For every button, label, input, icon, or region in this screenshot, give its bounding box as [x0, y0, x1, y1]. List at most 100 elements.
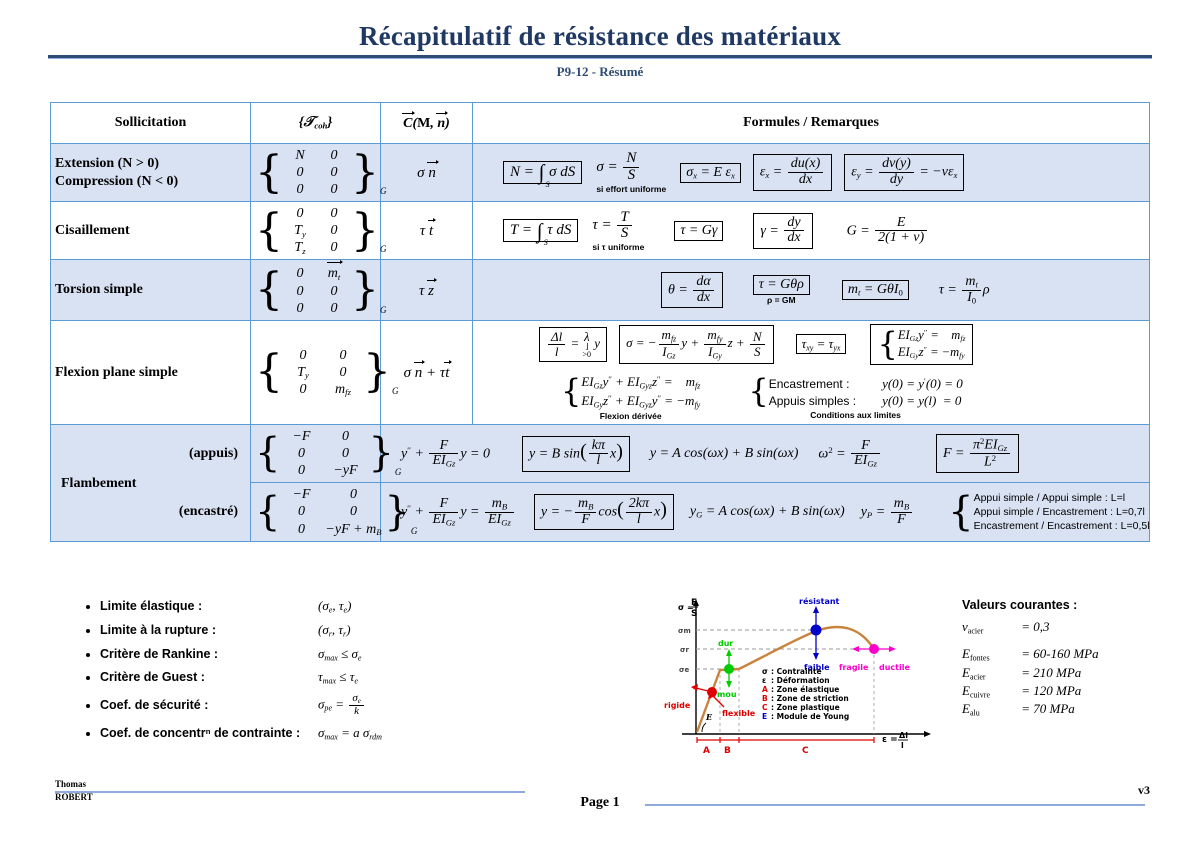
- formula-EI-system: { EIGzy′′ = mfz EIGyz′′ = −mfy: [870, 323, 973, 365]
- value-nu-acier: νacier = 0,3: [962, 619, 1050, 636]
- row-label-extension: Extension (N > 0) Compression (N < 0): [50, 142, 251, 203]
- svg-text:: Zone de striction: : Zone de striction: [771, 694, 849, 703]
- footer-divider-right: [645, 804, 1145, 806]
- row-label-flambement: Flambement (encastré): [50, 476, 251, 542]
- x-axis-label: ε =: [882, 735, 898, 745]
- annotation-rigide: rigide: [664, 701, 691, 710]
- formula-flexion-derivee: { EIGzy′′ + EIGyzz′′ = mfz EIGyz′′ + EIG…: [561, 372, 701, 422]
- formula-conditions-limites: { Encastrement : y(0) = y′(0) = 0 Appuis…: [748, 372, 963, 420]
- formula-hooke: σx = E εx: [680, 162, 741, 183]
- vecteur-cisaillement: τ t: [380, 201, 473, 261]
- value-E-fontes: Efontes = 60-160 MPa: [962, 646, 1099, 663]
- document-footer: Thomas ROBERT Page 1 v3: [0, 778, 1200, 823]
- col-header-sollicitation: Sollicitation: [50, 102, 251, 144]
- value-E-acier: Eacier = 210 MPa: [962, 664, 1082, 681]
- formula-y-general-appuis: y = A cos(ωx) + B sin(ωx): [649, 445, 799, 461]
- footer-page-number: Page 1: [580, 795, 620, 810]
- annotation-flexible: flexible: [722, 709, 756, 718]
- list-item: Coef. de concentrⁿ de contrainte : σmax …: [100, 725, 498, 741]
- svg-text:E: E: [762, 712, 767, 721]
- flambement-sub-encastre: (encastré): [178, 504, 238, 520]
- annotation-ductile: ductile: [879, 663, 910, 672]
- formula-tau-xy: τxy = τyx: [795, 334, 847, 355]
- y-tick-sigma-e: σe: [679, 666, 689, 674]
- table-row: Extension (N > 0) Compression (N < 0) { …: [50, 142, 1150, 203]
- svg-text:Δl: Δl: [899, 731, 908, 740]
- list-item: Critère de Guest : τmax ≤ τe: [100, 669, 498, 685]
- svg-text:C: C: [762, 703, 768, 712]
- annotation-E-modulus: E: [705, 712, 713, 722]
- page-subtitle: P9-12 - Résumé: [556, 64, 644, 80]
- document-header: Récapitulatif de résistance des matériau…: [0, 0, 1200, 80]
- value-coef-concentration: σmax = a σrdm: [318, 725, 382, 742]
- title-divider: [48, 55, 1152, 60]
- svg-text:S: S: [691, 609, 697, 619]
- formula-tau-torsion: τ = Gθρ ρ = GM: [749, 275, 814, 305]
- row-label-cisaillement: Cisaillement: [50, 201, 251, 261]
- rdm-summary-table: Sollicitation {𝒯coh} C(M, n) Formules / …: [50, 102, 1150, 542]
- col-header-formules: Formules / Remarques: [472, 102, 1150, 144]
- row-label-flexion: Flexion plane simple: [50, 319, 251, 426]
- value-E-cuivre: Ecuivre = 120 MPa: [962, 682, 1082, 699]
- svg-text:: Zone plastique: : Zone plastique: [771, 703, 840, 712]
- svg-text:: Déformation: : Déformation: [771, 676, 830, 685]
- flambement-main-label: Flambement: [61, 475, 137, 491]
- common-values-panel: Valeurs courantes : νacier = 0,3 Efontes…: [962, 598, 1187, 719]
- y-tick-sigma-m: σm: [678, 627, 691, 635]
- value-limite-elastique: (σe, τe): [318, 598, 352, 615]
- value-limite-rupture: (σr, τr): [318, 621, 351, 638]
- value-E-alu: Ealu = 70 MPa: [962, 701, 1075, 718]
- formula-eps-x: εx = du(x)dx: [752, 154, 833, 191]
- bottom-section: Limite élastique : (σe, τe) Limite à la …: [0, 592, 1200, 772]
- svg-text:F: F: [691, 598, 697, 608]
- y-axis-label: σ =: [678, 603, 694, 612]
- svg-text:σ: σ: [762, 667, 768, 676]
- formula-tau-G-gamma: τ = Gγ: [674, 220, 724, 241]
- formula-N-integral: N = ∫S σ dS: [503, 161, 583, 188]
- svg-text:A: A: [762, 685, 768, 694]
- stress-strain-diagram: σ = F S ε = Δl l σm σr σe: [634, 592, 934, 757]
- svg-text:: Zone élastique: : Zone élastique: [771, 685, 839, 694]
- zone-label-A: A: [703, 746, 710, 756]
- annotation-resistant: résistant: [799, 596, 840, 606]
- vecteur-flexion: σ n + τt: [380, 319, 473, 426]
- annotation-faible: faible: [804, 663, 830, 672]
- footer-divider-left: [55, 791, 525, 793]
- svg-text:: Contrainte: : Contrainte: [771, 667, 822, 676]
- col-header-vecteur: C(M, n): [380, 102, 473, 144]
- svg-text:: Module de Young: : Module de Young: [771, 712, 849, 721]
- zone-label-B: B: [724, 746, 731, 756]
- common-values-title: Valeurs courantes :: [962, 598, 1078, 612]
- footer-version: v3: [1138, 783, 1150, 797]
- zone-label-C: C: [802, 746, 809, 756]
- row-label-torsion: Torsion simple: [50, 259, 251, 321]
- formula-T-integral: T = ∫S τ dS: [503, 219, 579, 247]
- col-header-torseur: {𝒯coh}: [250, 102, 381, 144]
- svg-text:l: l: [901, 741, 904, 750]
- stress-strain-svg: σ = F S ε = Δl l σm σr σe: [664, 596, 931, 756]
